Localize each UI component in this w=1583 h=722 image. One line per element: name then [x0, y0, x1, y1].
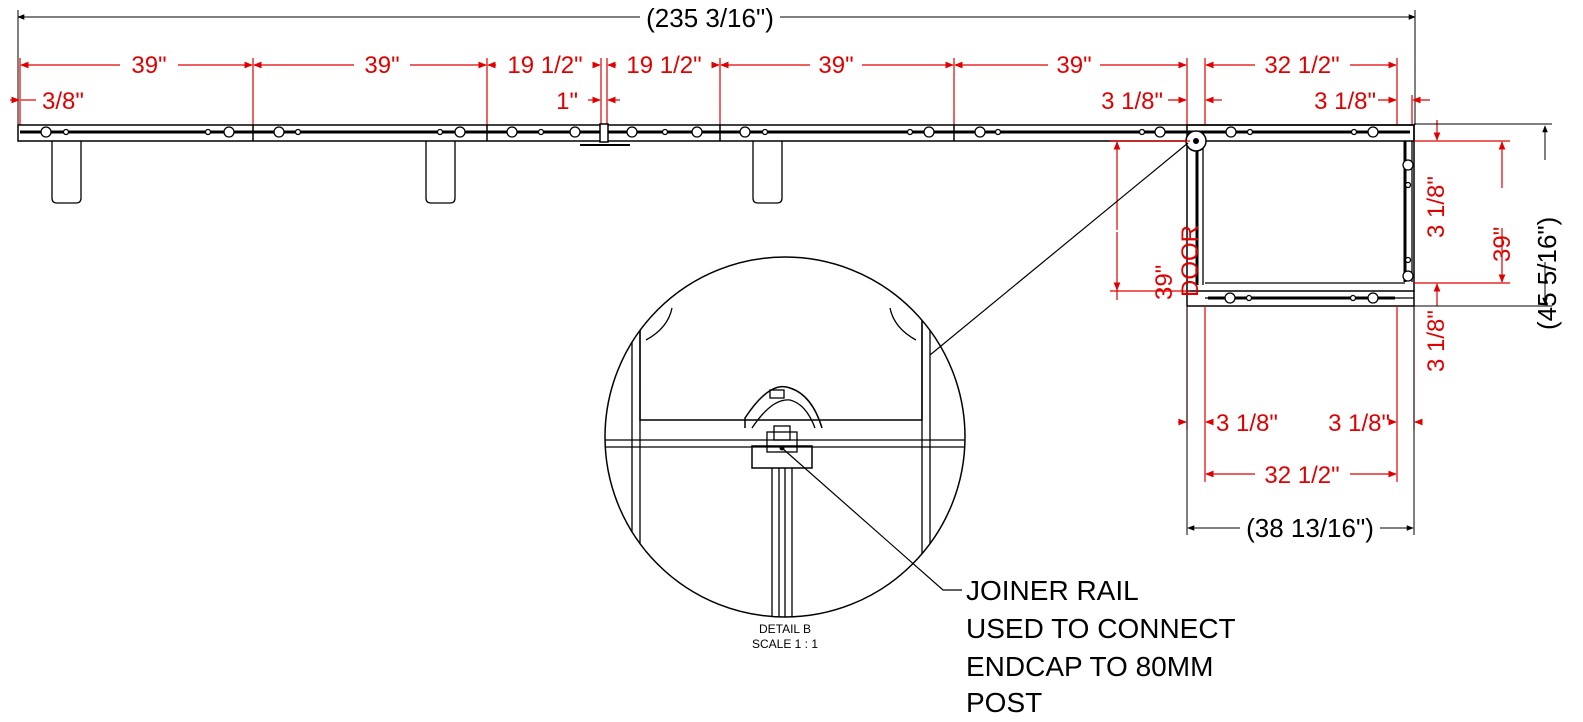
segment-label-19-b: 19 1/2" — [626, 52, 701, 79]
segment-label-39-d: 39" — [1056, 52, 1091, 79]
segment-label-19-a: 19 1/2" — [507, 52, 582, 79]
overall-length-dimension: (235 3/16") — [17, 3, 1416, 125]
detail-leader-line — [929, 142, 1189, 356]
segment-label-39-a: 39" — [131, 52, 166, 79]
main-rail — [17, 123, 1415, 204]
segment-label-39-b: 39" — [364, 52, 399, 79]
callout-leader — [781, 447, 962, 591]
right-height-label: 39" — [1489, 227, 1516, 262]
callout-text-line-4: POST — [966, 687, 1042, 718]
door-label: DOOR — [1177, 225, 1204, 297]
segment-label-39-c: 39" — [818, 52, 853, 79]
segment-label-32-top: 32 1/2" — [1264, 52, 1339, 79]
overall-height-label: (45 5/16") — [1532, 217, 1562, 330]
segment-dimensions: 39" 39" 19 1/2" 19 1/2" 39" 39" 32 1/2" … — [10, 52, 1430, 125]
callout-text-line-1: JOINER RAIL — [966, 575, 1139, 606]
bottom-offset-left-label: 3 1/8" — [1216, 410, 1278, 437]
segment-label-32-bottom: 32 1/2" — [1264, 462, 1339, 489]
detail-b-view: DETAIL B SCALE 1 : 1 JOINER RAIL USED TO… — [604, 142, 1236, 718]
door-dimension: 39" DOOR — [1110, 140, 1204, 300]
right-side-dimensions: 3 1/8" 39" 3 1/8" — [1414, 120, 1516, 372]
overall-length-label: (235 3/16") — [646, 3, 774, 33]
bottom-dimensions: 3 1/8" 3 1/8" 32 1/2" — [1178, 306, 1423, 489]
overall-width-dimension: (38 13/16") — [1186, 306, 1415, 543]
callout-text-line-3: ENDCAP TO 80MM — [966, 651, 1213, 682]
offset-label-3-1-8-left: 3 1/8" — [1101, 88, 1163, 115]
gap-label-1: 1" — [556, 88, 578, 115]
door-height-label: 39" — [1151, 265, 1178, 300]
right-offset-upper-label: 3 1/8" — [1423, 176, 1450, 238]
overall-width-label: (38 13/16") — [1246, 513, 1374, 543]
detail-scale: SCALE 1 : 1 — [752, 637, 818, 651]
offset-label-3-8: 3/8" — [42, 88, 84, 115]
overall-height-dimension: (45 5/16") — [1414, 123, 1562, 330]
detail-title: DETAIL B — [759, 622, 811, 636]
right-offset-lower-label: 3 1/8" — [1423, 310, 1450, 372]
detail-circle — [604, 256, 966, 618]
door-enclosure — [1185, 124, 1415, 307]
offset-label-3-1-8-right: 3 1/8" — [1314, 88, 1376, 115]
callout-text-line-2: USED TO CONNECT — [966, 613, 1236, 644]
bottom-offset-right-label: 3 1/8" — [1328, 410, 1390, 437]
